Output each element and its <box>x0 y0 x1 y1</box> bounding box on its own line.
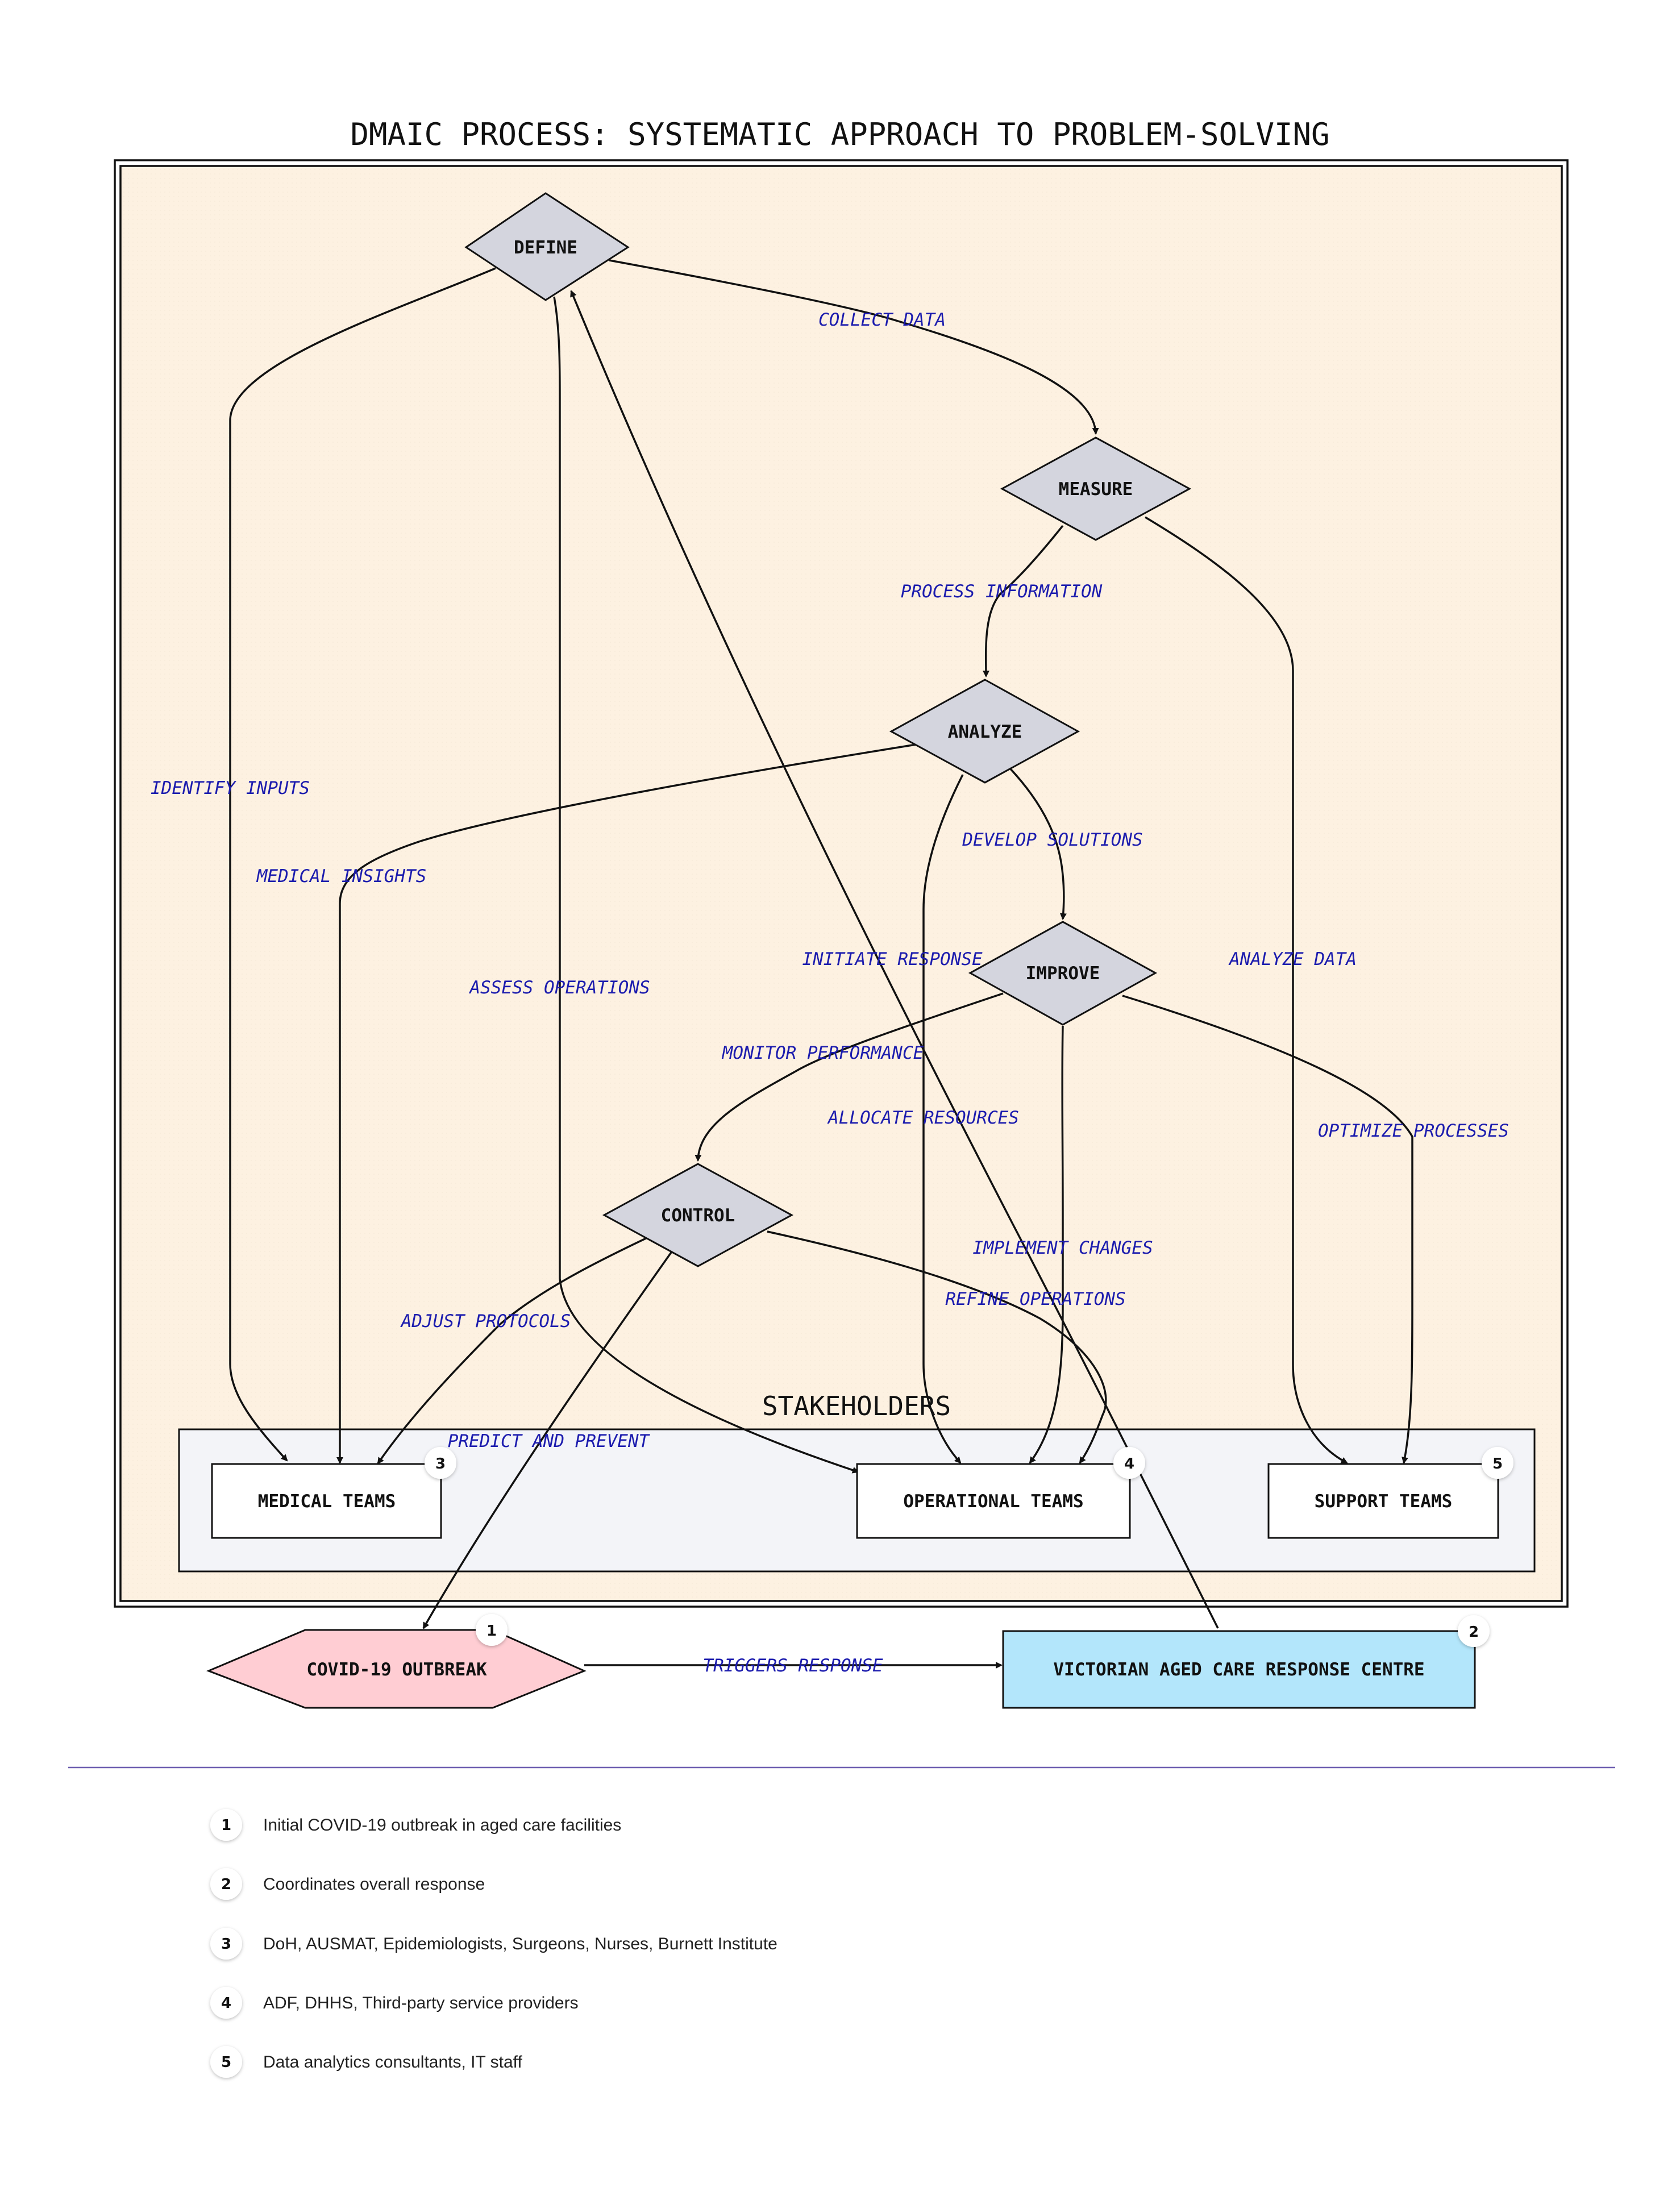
phase-improve[interactable]: IMPROVE <box>968 921 1158 1026</box>
legend-num: 2 <box>221 1876 231 1893</box>
support-teams-label: SUPPORT TEAMS <box>1315 1491 1453 1512</box>
label-refine-operations: REFINE OPERATIONS <box>945 1289 1125 1309</box>
phase-define-label: DEFINE <box>514 238 577 258</box>
legend-badge <box>210 1868 242 1900</box>
legend-item: 2 Coordinates overall response <box>210 1868 485 1900</box>
legend-item: 1 Initial COVID-19 outbreak in aged care… <box>210 1809 621 1841</box>
legend: 1 Initial COVID-19 outbreak in aged care… <box>210 1809 777 2078</box>
dmaic-frame <box>114 159 1569 1608</box>
phase-analyze[interactable]: ANALYZE <box>889 679 1080 784</box>
legend-text: Data analytics consultants, IT staff <box>263 2053 522 2072</box>
label-triggers-response: TRIGGERS RESPONSE <box>702 1656 883 1676</box>
stakeholder-medical-teams[interactable]: MEDICAL TEAMS 3 <box>211 1447 456 1539</box>
label-assess-operations: ASSESS OPERATIONS <box>468 978 650 998</box>
label-process-information: PROCESS INFORMATION <box>901 581 1103 602</box>
legend-text: Initial COVID-19 outbreak in aged care f… <box>263 1816 621 1835</box>
phase-measure-label: MEASURE <box>1059 479 1133 500</box>
badge-2 <box>1458 1615 1490 1647</box>
label-develop-solutions: DEVELOP SOLUTIONS <box>962 830 1142 850</box>
legend-item: 5 Data analytics consultants, IT staff <box>210 2046 522 2078</box>
node-covid-outbreak[interactable]: COVID-19 OUTBREAK 1 <box>206 1614 587 1709</box>
medical-teams-label: MEDICAL TEAMS <box>258 1491 396 1512</box>
edge-labels: COLLECT DATA IDENTIFY INPUTS ASSESS OPER… <box>151 310 1509 1676</box>
label-allocate-resources: ALLOCATE RESOURCES <box>827 1108 1019 1128</box>
legend-item: 4 ADF, DHHS, Third-party service provide… <box>210 1987 579 2019</box>
badge-1-text: 1 <box>486 1623 497 1640</box>
covid-outbreak-label: COVID-19 OUTBREAK <box>306 1660 487 1680</box>
legend-num: 4 <box>221 1995 231 2012</box>
edges <box>229 259 1413 1669</box>
phase-control[interactable]: CONTROL <box>602 1163 794 1267</box>
label-analyze-data: ANALYZE DATA <box>1228 949 1357 970</box>
badge-2-text: 2 <box>1469 1624 1479 1641</box>
label-monitor-performance: MONITOR PERFORMANCE <box>722 1043 924 1063</box>
stakeholder-operational-teams[interactable]: OPERATIONAL TEAMS 4 <box>856 1447 1145 1539</box>
badge-1 <box>476 1614 508 1646</box>
phase-improve-label: IMPROVE <box>1026 963 1100 984</box>
legend-text: Coordinates overall response <box>263 1875 485 1894</box>
operational-teams-label: OPERATIONAL TEAMS <box>903 1491 1083 1512</box>
diagram-title: DMAIC PROCESS: SYSTEMATIC APPROACH TO PR… <box>350 117 1329 152</box>
phase-measure[interactable]: MEASURE <box>1000 436 1192 541</box>
label-adjust-protocols: ADJUST PROTOCOLS <box>400 1311 571 1332</box>
label-implement-changes: IMPLEMENT CHANGES <box>972 1238 1153 1258</box>
legend-num: 5 <box>221 2054 231 2071</box>
legend-badge <box>210 2046 242 2078</box>
stakeholders-title: STAKEHOLDERS <box>762 1391 951 1421</box>
response-centre-label: VICTORIAN AGED CARE RESPONSE CENTRE <box>1053 1660 1424 1680</box>
label-medical-insights: MEDICAL INSIGHTS <box>256 866 427 887</box>
legend-text: ADF, DHHS, Third-party service providers <box>263 1994 579 2012</box>
badge-4 <box>1113 1447 1145 1479</box>
badge-4-text: 4 <box>1124 1455 1134 1473</box>
legend-num: 1 <box>221 1817 231 1834</box>
phase-define[interactable]: DEFINE <box>464 192 630 301</box>
legend-num: 3 <box>221 1936 231 1953</box>
legend-item: 3 DoH, AUSMAT, Epidemiologists, Surgeons… <box>210 1928 777 1960</box>
label-optimize-processes: OPTIMIZE PROCESSES <box>1318 1121 1509 1141</box>
phase-analyze-label: ANALYZE <box>948 722 1022 742</box>
label-collect-data: COLLECT DATA <box>818 310 946 330</box>
badge-5 <box>1482 1447 1513 1479</box>
label-identify-inputs: IDENTIFY INPUTS <box>151 778 310 798</box>
badge-5-text: 5 <box>1492 1455 1503 1473</box>
legend-badge <box>210 1928 242 1960</box>
label-initiate-response: INITIATE RESPONSE <box>802 949 983 970</box>
legend-text: DoH, AUSMAT, Epidemiologists, Surgeons, … <box>263 1935 777 1953</box>
stakeholder-support-teams[interactable]: SUPPORT TEAMS 5 <box>1267 1447 1513 1539</box>
phase-control-label: CONTROL <box>661 1205 735 1226</box>
label-predict-and-prevent: PREDICT AND PREVENT <box>448 1431 651 1451</box>
node-response-centre[interactable]: VICTORIAN AGED CARE RESPONSE CENTRE 2 <box>1002 1615 1490 1709</box>
legend-badge <box>210 1987 242 2019</box>
badge-3-text: 3 <box>435 1455 446 1473</box>
legend-badge <box>210 1809 242 1841</box>
badge-3 <box>425 1447 456 1479</box>
